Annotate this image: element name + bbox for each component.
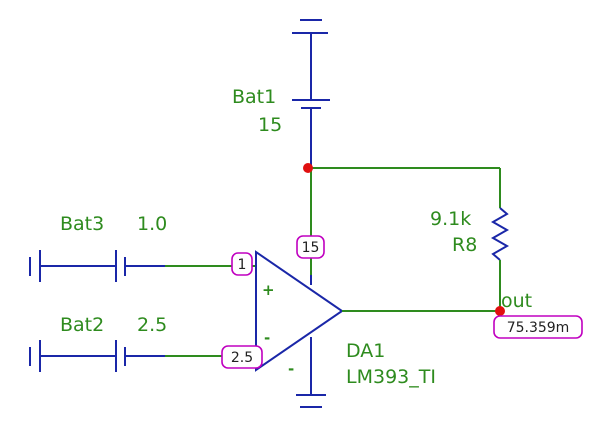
voltage-tag-supply[interactable]: 15 bbox=[296, 235, 325, 259]
bat2-name: Bat2 bbox=[60, 314, 104, 336]
svg-text:75.359m: 75.359m bbox=[507, 320, 570, 336]
r8-name: R8 bbox=[452, 234, 477, 256]
da1-name: DA1 bbox=[346, 340, 385, 362]
bat2-value: 2.5 bbox=[137, 314, 167, 336]
junction-dot-output bbox=[495, 306, 505, 316]
da1-part: LM393_TI bbox=[346, 366, 436, 388]
voltage-tag-inminus[interactable]: 2.5 bbox=[221, 345, 263, 369]
svg-text:2.5: 2.5 bbox=[231, 350, 253, 366]
plus-input-sign: + bbox=[262, 281, 275, 299]
junction-dot-supply bbox=[303, 163, 313, 173]
out-node-label: out bbox=[501, 290, 532, 312]
ground-pin-sign: - bbox=[288, 360, 294, 378]
comparator-da1[interactable] bbox=[255, 250, 344, 408]
voltage-tag-inplus[interactable]: 1 bbox=[231, 252, 253, 276]
resistor-r8[interactable] bbox=[490, 207, 510, 261]
minus-input-sign: - bbox=[264, 329, 270, 347]
svg-text:1: 1 bbox=[238, 257, 247, 273]
bat1-name: Bat1 bbox=[232, 86, 276, 108]
bat3-name: Bat3 bbox=[60, 213, 104, 235]
battery-bat3[interactable] bbox=[29, 250, 165, 282]
battery-bat2[interactable] bbox=[29, 340, 165, 372]
bat3-value: 1.0 bbox=[137, 213, 167, 235]
battery-bat1[interactable] bbox=[292, 19, 330, 168]
bat1-value: 15 bbox=[258, 114, 282, 136]
r8-value: 9.1k bbox=[430, 208, 471, 230]
voltage-tag-output[interactable]: 75.359m bbox=[493, 315, 583, 339]
svg-text:15: 15 bbox=[302, 240, 320, 256]
